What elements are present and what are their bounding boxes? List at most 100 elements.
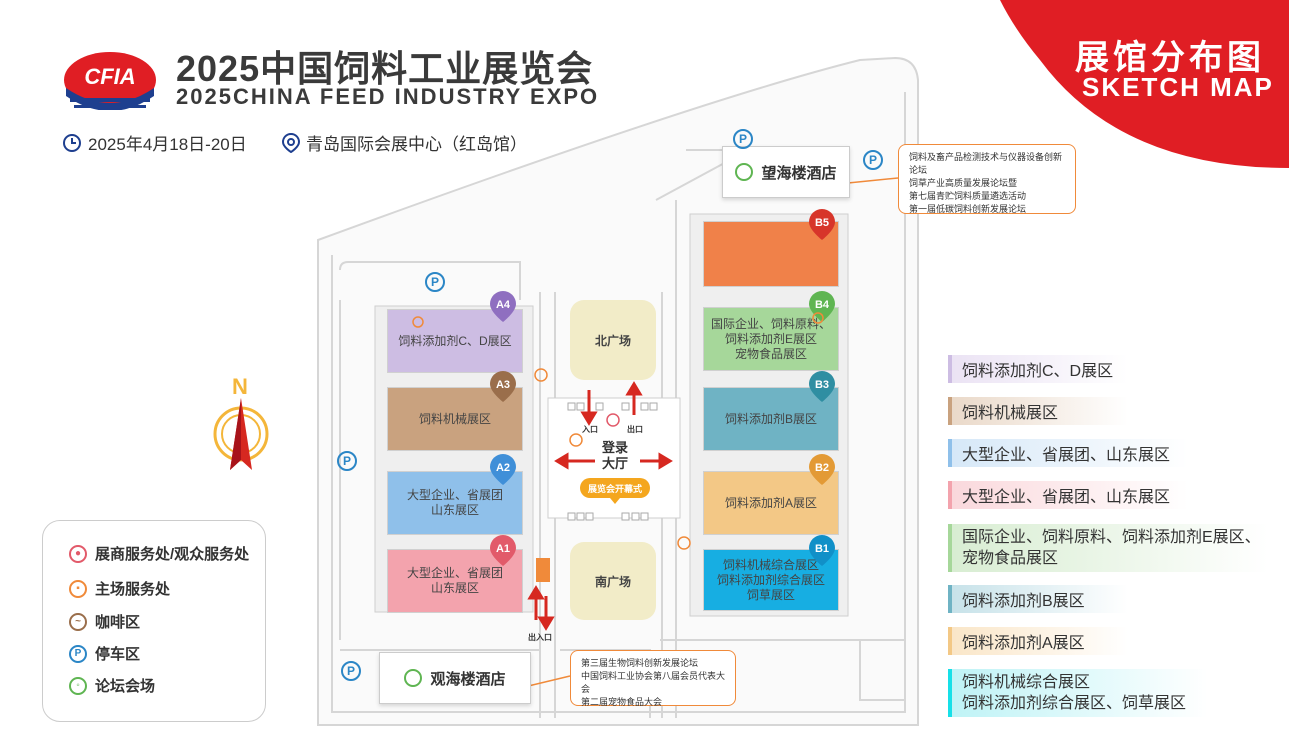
zone-b2: 饲料添加剂A展区	[948, 627, 1128, 655]
hall-a1-label: 大型企业、省展团 山东展区	[406, 566, 503, 595]
hall-a1[interactable]: 大型企业、省展团 山东展区	[388, 550, 522, 612]
forum-callout-bottom: 第三届生物饲料创新发展论坛 中国饲料工业协会第八届会员代表大会 第二届宠物食品大…	[570, 650, 736, 707]
badge-a2: A2	[490, 454, 516, 485]
hotel-wanghai[interactable]: 望海楼酒店	[722, 146, 850, 198]
sketch-map-subtitle: SKETCH MAP	[1082, 72, 1274, 102]
callout-bottom-line-3: 第二届宠物食品大会	[581, 697, 663, 707]
legend-service-label: 展商服务处/观众服务处	[95, 546, 250, 563]
hall-a2-label: 大型企业、省展团 山东展区	[406, 488, 503, 517]
hall-b2[interactable]: 饲料添加剂A展区	[704, 472, 838, 534]
zone-a2: 大型企业、省展团、山东展区	[948, 439, 1188, 467]
callout-bottom-line-2: 中国饲料工业协会第八届会员代表大会	[581, 671, 726, 694]
expo-title-cn: 2025中国饲料工业展览会	[176, 48, 594, 89]
hotel-guanhai-label: 观海楼酒店	[430, 670, 506, 688]
callout-top-line-4: 第一届低碳饲料创新发展论坛	[909, 204, 1027, 214]
hall-b4[interactable]: 国际企业、饲料原料、 饲料添加剂E展区 宠物食品展区	[704, 308, 838, 370]
clock-icon	[63, 133, 81, 152]
opening-ceremony-label: 展览会开幕式	[587, 484, 642, 494]
north-plaza: 北广场	[570, 300, 656, 380]
zone-a3-label: 饲料机械展区	[962, 405, 1059, 422]
badge-a1-text: A1	[496, 543, 510, 555]
badge-b5-text: B5	[815, 217, 829, 229]
hall-b2-label: 饲料添加剂A展区	[724, 495, 817, 510]
callout-top-line-1: 饲料及畜产品检测技术与仪器设备创新论坛	[909, 152, 1063, 175]
legend-parking-label: 停车区	[95, 646, 141, 663]
in-out-label: 出入口	[528, 633, 552, 642]
hall-a4[interactable]: 饲料添加剂C、D展区	[388, 310, 522, 372]
zone-a4-label: 饲料添加剂C、D展区	[962, 363, 1114, 380]
north-compass	[213, 398, 269, 470]
zone-b1-label: 饲料机械综合展区 饲料添加剂综合展区、饲草展区	[962, 674, 1187, 712]
badge-b1: B1	[809, 535, 835, 566]
venue-info: 青岛国际会展中心（红岛馆）	[282, 130, 527, 155]
coffee-icon	[412, 316, 424, 328]
entrance-label: 入口	[582, 425, 598, 434]
legend-forum: ◦ 论坛会场	[69, 675, 155, 696]
svg-text:CFIA: CFIA	[84, 64, 135, 89]
legend-coffee: ~ 咖啡区	[69, 611, 140, 632]
date-info: 2025年4月18日-20日	[62, 130, 247, 155]
parking-icon: P	[337, 451, 357, 471]
badge-b3-text: B3	[815, 379, 829, 391]
hall-a2[interactable]: 大型企业、省展团 山东展区	[388, 472, 522, 534]
badge-b2-text: B2	[815, 462, 829, 474]
hall-a3-label: 饲料机械展区	[418, 411, 491, 426]
cfia-logo: CFIA	[64, 52, 156, 110]
legend-host-service: ▪ 主场服务处	[69, 578, 170, 599]
host-service-icon	[569, 433, 583, 447]
badge-a1: A1	[490, 535, 516, 566]
lobby-label: 登录 大厅	[601, 440, 628, 471]
hall-b4-label: 国际企业、饲料原料、 饲料添加剂E展区 宠物食品展区	[710, 316, 831, 361]
zone-b3: 饲料添加剂B展区	[948, 585, 1128, 613]
legend-forum-label: 论坛会场	[95, 678, 156, 695]
sketch-map-title: 展馆分布图	[1075, 39, 1265, 77]
hall-a4-label: 饲料添加剂C、D展区	[398, 333, 512, 348]
expo-date: 2025年4月18日-20日	[88, 135, 247, 154]
host-service-icon	[534, 368, 548, 382]
legend-service: ● 展商服务处/观众服务处	[69, 543, 249, 564]
legend: ● 展商服务处/观众服务处 ▪ 主场服务处 ~ 咖啡区 P 停车区 ◦ 论坛会场	[42, 520, 266, 722]
zone-b1: 饲料机械综合展区 饲料添加剂综合展区、饲草展区	[948, 669, 1208, 717]
zone-b4: 国际企业、饲料原料、饲料添加剂E展区、 宠物食品展区	[948, 524, 1268, 572]
badge-a2-text: A2	[496, 462, 510, 474]
service-icon	[606, 413, 620, 427]
host-service-icon: ▪	[69, 579, 87, 598]
parking-icon: P	[733, 129, 753, 149]
badge-b3: B3	[809, 371, 835, 402]
hotel-wanghai-label: 望海楼酒店	[761, 164, 837, 182]
exit-label: 出口	[627, 425, 643, 434]
location-pin-icon	[282, 132, 300, 153]
badge-b1-text: B1	[815, 543, 829, 555]
badge-a3: A3	[490, 371, 516, 402]
forum-icon	[404, 669, 423, 687]
parking-icon: P	[341, 661, 361, 681]
hall-a3[interactable]: 饲料机械展区	[388, 388, 522, 450]
coffee-icon	[812, 312, 824, 324]
parking-icon: P	[69, 644, 87, 663]
compass-label: N	[232, 374, 248, 399]
south-plaza-label: 南广场	[594, 574, 631, 589]
parking-icon: P	[863, 150, 883, 170]
expo-venue: 青岛国际会展中心（红岛馆）	[306, 135, 527, 154]
legend-coffee-label: 咖啡区	[95, 614, 141, 631]
badge-b4-text: B4	[815, 299, 830, 311]
badge-a3-text: A3	[496, 379, 510, 391]
zone-b4-label: 国际企业、饲料原料、饲料添加剂E展区、 宠物食品展区	[962, 529, 1261, 567]
badge-a4: A4	[490, 291, 516, 322]
badge-b5: B5	[809, 209, 835, 240]
zone-b3-label: 饲料添加剂B展区	[962, 593, 1085, 610]
forum-callout-top: 饲料及畜产品检测技术与仪器设备创新论坛 饲草产业高质量发展论坛暨 第七届青贮饲料…	[898, 144, 1076, 214]
parking-icon: P	[425, 272, 445, 292]
zone-a4: 饲料添加剂C、D展区	[948, 355, 1128, 383]
zone-a3: 饲料机械展区	[948, 397, 1128, 425]
callout-top-line-2: 饲草产业高质量发展论坛暨	[909, 178, 1018, 188]
badge-a4-text: A4	[496, 299, 511, 311]
zone-a2-label: 大型企业、省展团、山东展区	[962, 447, 1171, 464]
legend-parking: P 停车区	[69, 643, 140, 664]
legend-host-service-label: 主场服务处	[95, 581, 171, 598]
callout-bottom-line-1: 第三届生物饲料创新发展论坛	[581, 658, 699, 668]
hotel-guanhai[interactable]: 观海楼酒店	[379, 652, 531, 704]
hall-b3[interactable]: 饲料添加剂B展区	[704, 388, 838, 450]
